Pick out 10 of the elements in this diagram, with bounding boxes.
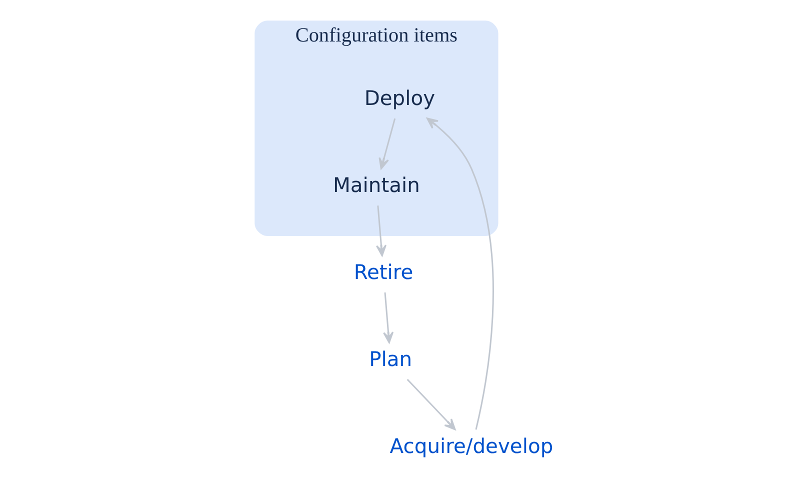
node-text: Plan [369, 346, 412, 370]
arrow [426, 117, 494, 430]
node-text: Maintain [332, 172, 420, 196]
node-text: Acquire/develop [390, 433, 554, 458]
arrow [378, 118, 396, 169]
node-text: Retire [354, 259, 414, 284]
node-text: Deploy [364, 86, 436, 110]
arrow [383, 292, 394, 343]
arrow [406, 378, 456, 430]
arrow [376, 204, 387, 256]
